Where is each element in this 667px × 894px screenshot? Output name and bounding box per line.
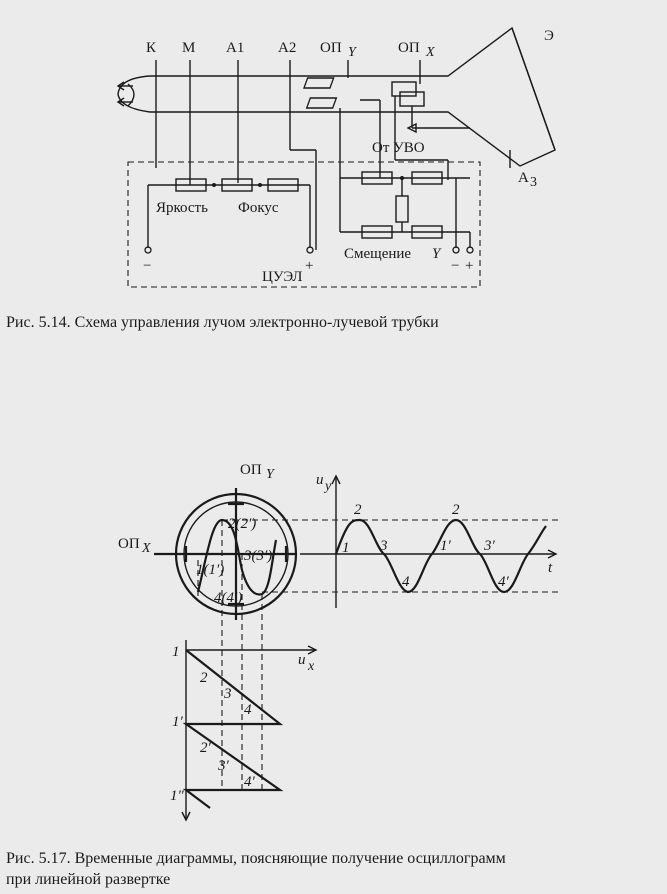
wave-point-2b: 2 (452, 502, 460, 518)
label-uy-sub: y (323, 479, 332, 494)
sweep-point-4: 4 (244, 702, 252, 718)
sweep-point-2: 2 (200, 670, 208, 686)
wave-point-1p: 1′ (440, 538, 452, 554)
sawtooth (182, 649, 284, 809)
screen-point-4: 4(4′) (214, 590, 242, 606)
crt-screen (511, 27, 556, 151)
sweep-point-1: 1 (172, 644, 180, 660)
wave-point-4p: 4′ (498, 574, 510, 590)
wave-point-4: 4 (402, 574, 410, 590)
screen-point-3: 3(3′) (243, 548, 272, 564)
sweep-point-4p: 4′ (244, 774, 256, 790)
sweep-point-1pp: 1″ (170, 788, 185, 804)
label-op-y-517-sub: Y (266, 467, 276, 482)
cuel-block (127, 161, 481, 288)
wave-point-3: 3 (379, 538, 388, 554)
screen-point-1: 1(1′) (196, 562, 224, 578)
label-a1: А1 (226, 40, 244, 56)
crt-cathode-bulb (117, 75, 151, 113)
label-op-x: ОП (398, 40, 420, 56)
sweep-point-2p: 2′ (200, 740, 212, 756)
label-ux-sub: x (307, 659, 315, 674)
label-ux: u (298, 652, 306, 668)
label-a2: А2 (278, 40, 296, 56)
wave-point-3p: 3′ (483, 538, 496, 554)
label-from-uvo: От УВО (372, 140, 425, 156)
wave-point-2: 2 (354, 502, 362, 518)
label-minus-1: − (143, 258, 151, 274)
screen-point-2: 2(2′) (228, 516, 256, 532)
label-uy: u (316, 472, 324, 488)
label-op-x-sub: X (425, 45, 435, 60)
label-op-y-517: ОП (240, 462, 262, 478)
label-t: t (548, 560, 553, 576)
uy-wave (334, 518, 547, 594)
label-focus: Фокус (238, 200, 279, 216)
caption-5-17-line2: при линейной развертке (6, 871, 171, 888)
caption-5-17-line1: Рис. 5.17. Временные диаграммы, поясняющ… (6, 850, 506, 867)
wave-point-1: 1 (342, 540, 350, 556)
label-brightness: Яркость (156, 200, 208, 216)
label-op-x-517: ОП (118, 536, 140, 552)
sweep-point-3: 3 (223, 686, 232, 702)
sweep-point-3p: 3′ (217, 758, 230, 774)
label-offset-y: Y (432, 246, 442, 262)
label-op-x-517-sub: X (141, 541, 151, 556)
label-op-y-sub: Y (348, 45, 358, 60)
label-m: М (182, 40, 195, 56)
screen-trace (196, 518, 278, 596)
label-plus-2: + (465, 258, 473, 274)
label-cuel: ЦУЭЛ (262, 269, 302, 285)
sweep-point-1p: 1′ (172, 714, 184, 730)
label-anode: А (518, 170, 529, 186)
label-minus-2: − (451, 258, 459, 274)
figure-5-14-circuit: К М А1 А2 ОП Y ОП X Э От УВО А 3 Яркость… (116, 26, 556, 288)
label-k: К (146, 40, 157, 56)
caption-5-14: Рис. 5.14. Схема управления лучом электр… (6, 314, 439, 331)
label-offset: Смещение (344, 246, 411, 262)
label-screen: Э (544, 28, 554, 44)
label-plus-1: + (305, 258, 313, 274)
label-anode-sub: 3 (530, 175, 537, 190)
label-op-y: ОП (320, 40, 342, 56)
